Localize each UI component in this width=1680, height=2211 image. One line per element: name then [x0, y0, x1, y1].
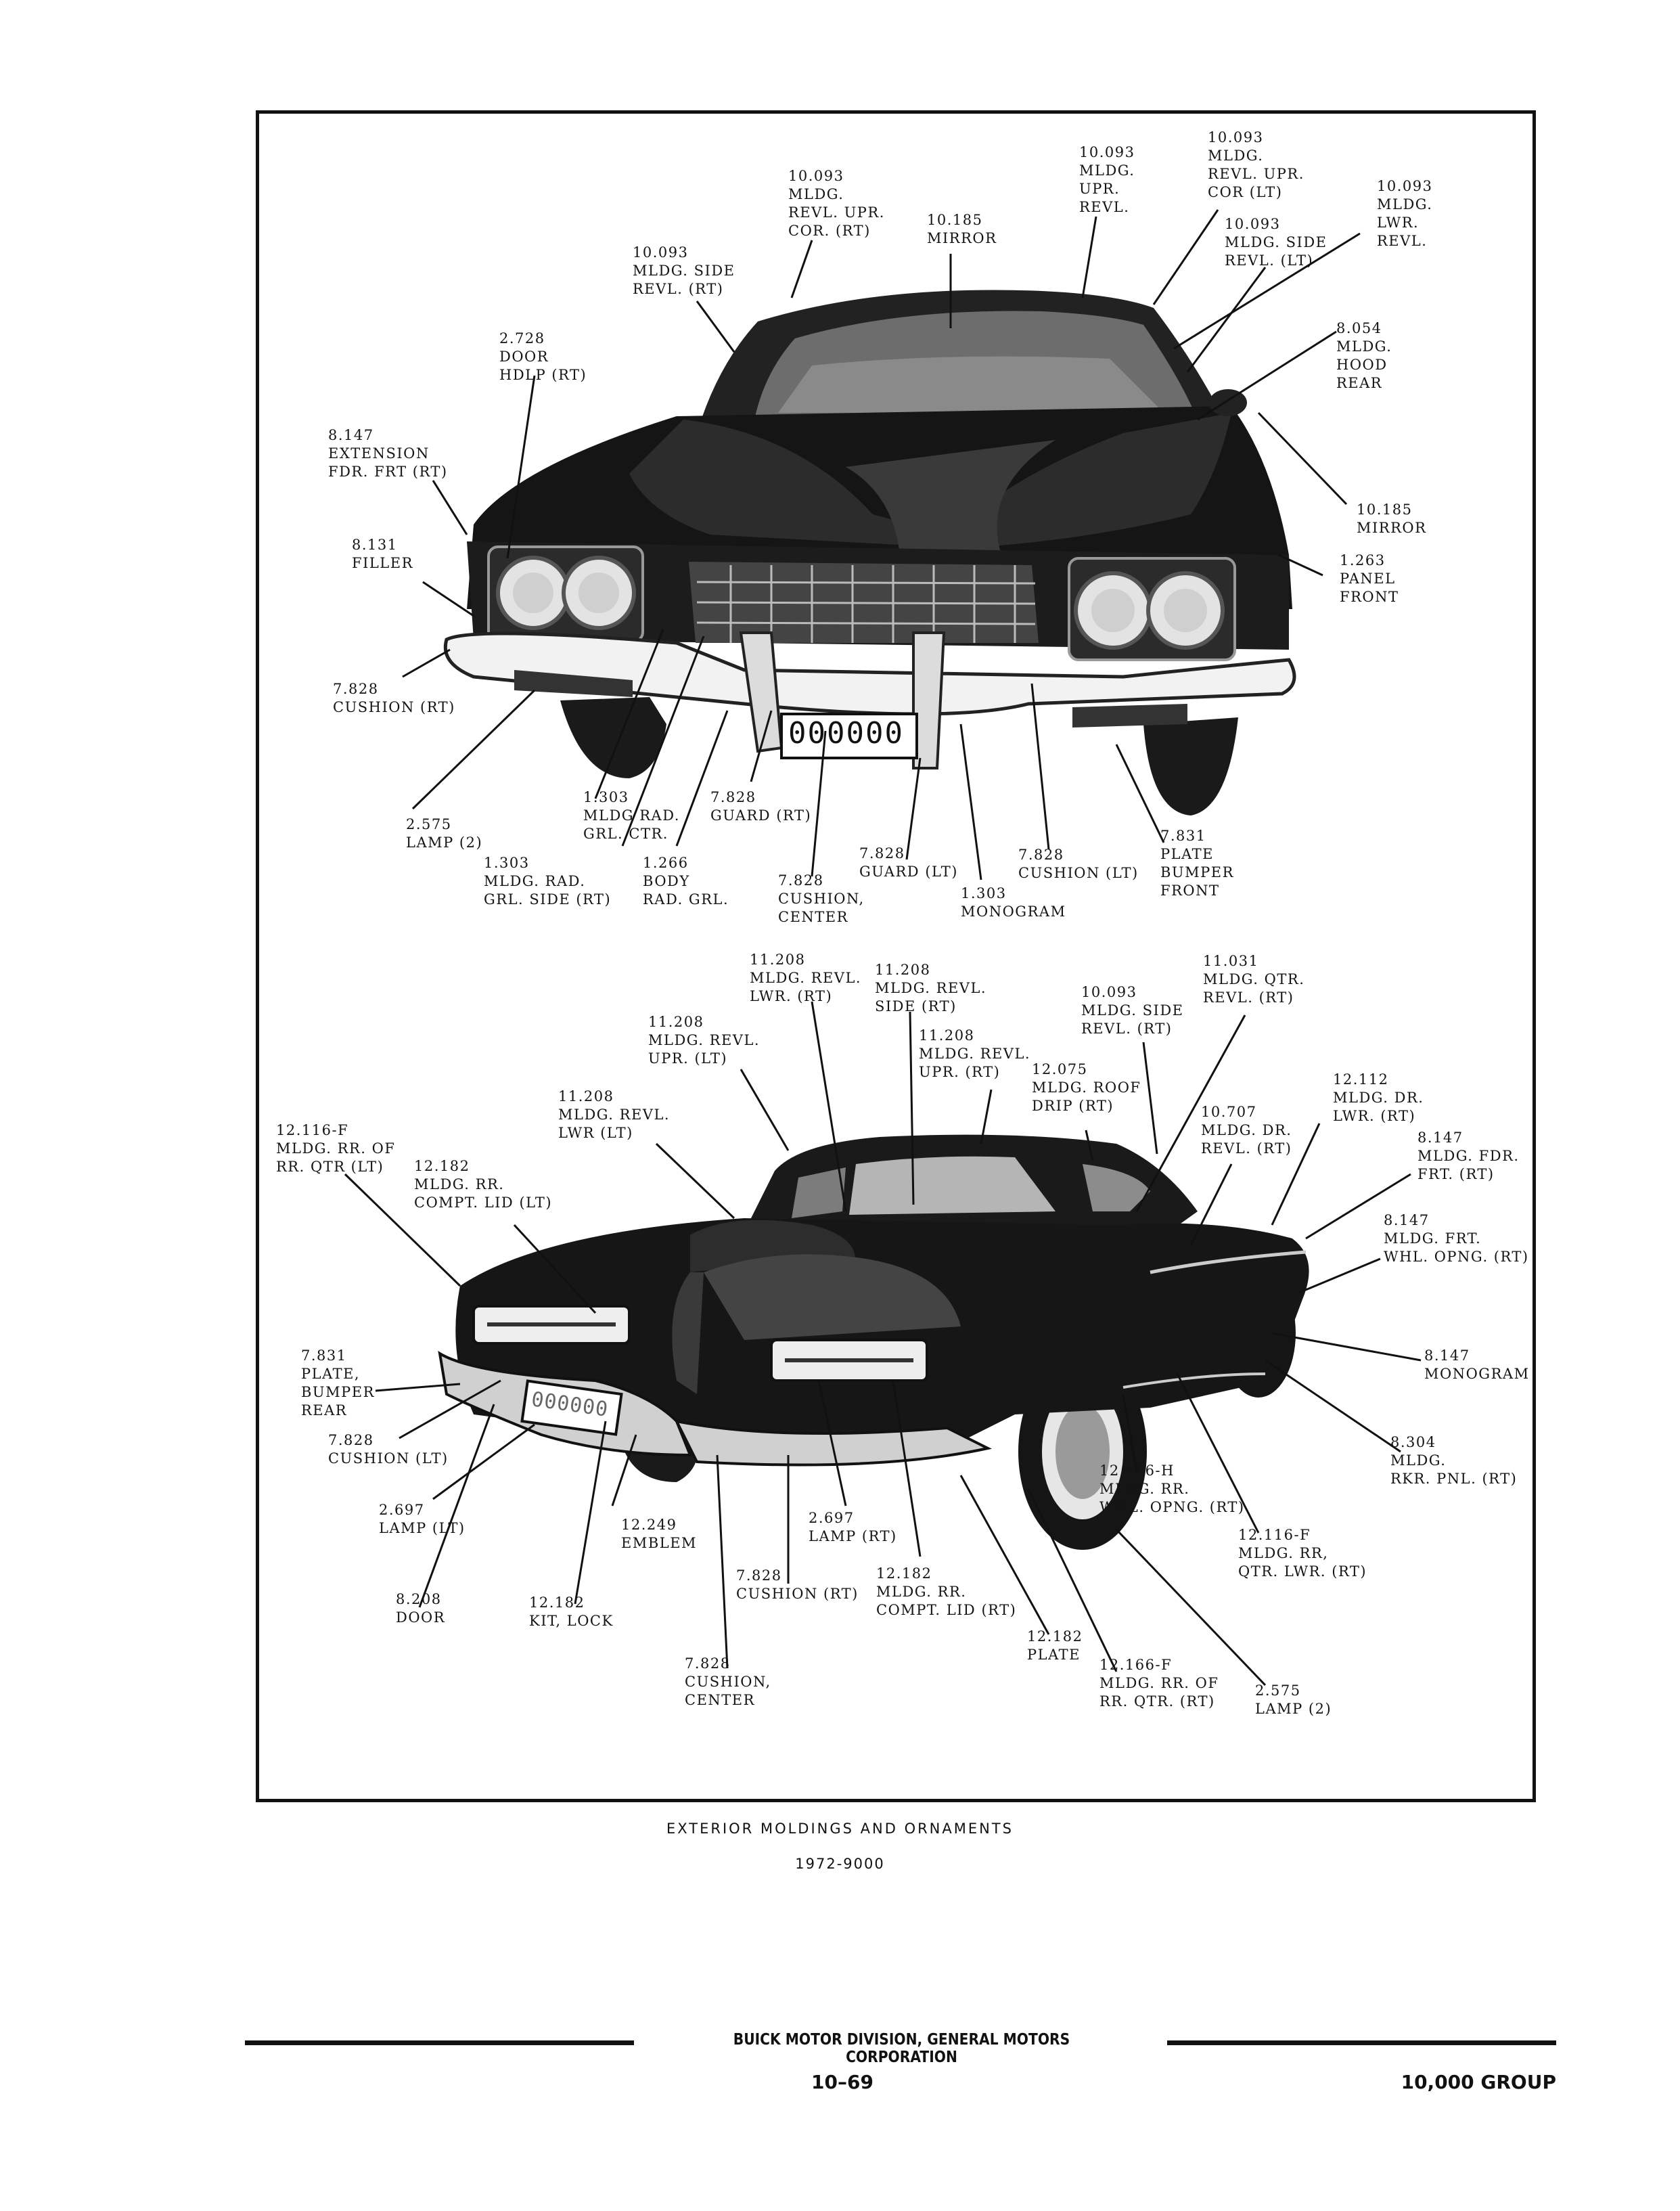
callout-label: 12.116-F MLDG. RR, QTR. LWR. (RT) [1238, 1527, 1367, 1580]
callout-label: 7.831 PLATE BUMPER FRONT [1160, 828, 1234, 899]
callout-label: 2.575 LAMP (2) [1255, 1682, 1332, 1717]
callout-label: 1.263 PANEL FRONT [1340, 552, 1399, 605]
callout-label: 8.131 FILLER [352, 537, 413, 571]
callout-label: 10.093 MLDG. REVL. UPR. COR (LT) [1208, 129, 1304, 200]
figure-caption-model: 1972-9000 [795, 1856, 885, 1872]
callout-label: 8.054 MLDG. HOOD REAR [1336, 320, 1392, 391]
callout-leaders [344, 209, 1422, 1687]
callout-label: 7.828 CUSHION, CENTER [685, 1655, 771, 1708]
callout-label: 11.208 MLDG. REVL. SIDE (RT) [875, 962, 987, 1014]
callout-label: 1.303 MLDG RAD. GRL. CTR. [583, 789, 680, 842]
callout-label: 7.828 GUARD (LT) [859, 845, 958, 880]
footer-rule-left [245, 2040, 634, 2045]
callout-label: 12.182 KIT, LOCK [529, 1594, 614, 1629]
callout-label: 8.147 MONOGRAM [1424, 1347, 1530, 1382]
callout-label: 1.303 MLDG. RAD. GRL. SIDE (RT) [484, 855, 612, 908]
callout-label: 8.208 DOOR [396, 1591, 446, 1626]
callout-label: 7.828 GUARD (RT) [710, 789, 812, 824]
page-number: 10–69 [811, 2071, 873, 2093]
callout-label: 12.182 PLATE [1027, 1628, 1083, 1663]
callout-label: 12.112 MLDG. DR. LWR. (RT) [1333, 1071, 1424, 1124]
callout-label: 11.031 MLDG. QTR. REVL. (RT) [1203, 953, 1305, 1006]
callout-label: 11.208 MLDG. REVL. UPR. (LT) [648, 1014, 760, 1067]
callout-label: 7.828 CUSHION, CENTER [778, 872, 865, 925]
callout-label: 10.093 MLDG. SIDE REVL. (RT) [1081, 984, 1184, 1037]
illustration-frame [256, 110, 1536, 1802]
callout-label: 7.828 CUSHION (RT) [333, 681, 455, 715]
callout-label: 8.147 MLDG. FDR. FRT. (RT) [1417, 1130, 1520, 1182]
callout-label: 12.249 EMBLEM [621, 1517, 698, 1551]
callout-label: 10.093 MLDG. LWR. REVL. [1377, 178, 1433, 249]
footer-rule-right [1167, 2040, 1556, 2045]
footer-division: BUICK MOTOR DIVISION, GENERAL MOTORS COR… [733, 2031, 1070, 2066]
callout-label: 2.575 LAMP (2) [406, 816, 483, 851]
callout-label: 12.075 MLDG. ROOF DRIP (RT) [1032, 1061, 1141, 1114]
callout-label: 2.697 LAMP (LT) [379, 1502, 466, 1536]
callout-label: 12.166-F MLDG. RR. OF RR. QTR. (RT) [1099, 1657, 1219, 1710]
callout-label: 10.185 MIRROR [927, 212, 997, 246]
callout-label: 12.182 MLDG. RR. COMPT. LID (LT) [414, 1158, 553, 1211]
front-license-plate: 000000 [788, 716, 904, 751]
callout-label: 12.116-F MLDG. RR. OF RR. QTR (LT) [276, 1122, 396, 1175]
figure-caption-title: EXTERIOR MOLDINGS AND ORNAMENTS [666, 1821, 1014, 1837]
callout-label: 10.707 MLDG. DR. REVL. (RT) [1201, 1104, 1292, 1157]
callout-label: 7.828 CUSHION (RT) [736, 1567, 859, 1602]
callout-label: 8.304 MLDG. RKR. PNL. (RT) [1390, 1434, 1518, 1487]
callout-label: 12.182 MLDG. RR. COMPT. LID (RT) [876, 1565, 1017, 1618]
callout-label: 10.093 MLDG. REVL. UPR. COR. (RT) [788, 168, 885, 239]
callout-label: 1.303 MONOGRAM [961, 885, 1066, 920]
callout-label: 11.208 MLDG. REVL. LWR (LT) [558, 1088, 671, 1141]
callout-label: 12.116-H MLDG. RR. WHL. OPNG. (RT) [1099, 1462, 1245, 1515]
callout-label: 7.828 CUSHION (LT) [328, 1432, 449, 1467]
callout-label: 8.147 MLDG. FRT. WHL. OPNG. (RT) [1384, 1212, 1529, 1265]
callout-label: 7.831 PLATE, BUMPER REAR [301, 1347, 375, 1419]
callout-label: 8.147 EXTENSION FDR. FRT (RT) [328, 427, 448, 480]
group-number: 10,000 GROUP [1401, 2071, 1556, 2093]
callout-label: 11.208 MLDG. REVL. UPR. (RT) [919, 1027, 1031, 1080]
callout-label: 10.093 MLDG. UPR. REVL. [1079, 144, 1135, 215]
callout-label: 11.208 MLDG. REVL. LWR. (RT) [750, 952, 862, 1004]
callout-label: 2.697 LAMP (RT) [809, 1510, 897, 1544]
callout-label: 1.266 BODY RAD. GRL. [643, 855, 729, 908]
callout-label: 10.093 MLDG. SIDE REVL. (RT) [633, 244, 735, 297]
rear-car-illustration [438, 1134, 1309, 1550]
callout-label: 2.728 DOOR HDLP (RT) [499, 330, 587, 383]
callout-label: 10.185 MIRROR [1357, 501, 1427, 536]
callout-label: 7.828 CUSHION (LT) [1018, 847, 1139, 881]
callout-label: 10.093 MLDG. SIDE REVL. (LT) [1225, 216, 1327, 269]
front-car-illustration [443, 290, 1296, 816]
